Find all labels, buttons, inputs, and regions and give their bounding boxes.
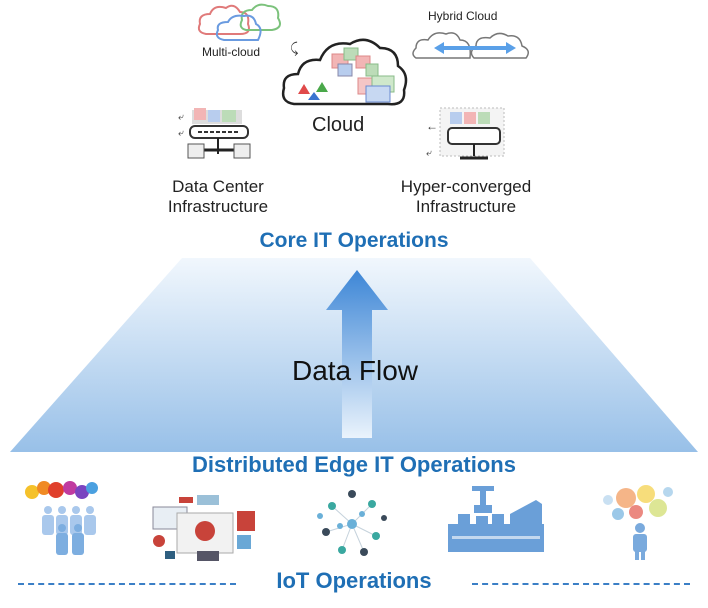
hybrid-cloud-icon	[412, 32, 529, 59]
people-group-icon	[25, 481, 98, 555]
data-center-label-line1: Data Center	[172, 177, 264, 196]
data-center-icon: ⤶ ⤶	[178, 108, 251, 159]
person-with-ideas-icon	[603, 485, 673, 560]
data-center-label-line2: Infrastructure	[167, 196, 269, 216]
svg-text:⤶: ⤶	[178, 112, 184, 123]
cloud-label: Cloud	[312, 114, 365, 136]
hyperconverged-label-line2: Infrastructure	[415, 196, 517, 216]
multicloud-icon	[197, 3, 281, 41]
core-it-operations-title: Core IT Operations	[259, 229, 449, 252]
data-flow-arrow-icon	[326, 270, 388, 438]
svg-text:←: ←	[426, 119, 438, 133]
data-center-label: Data Center Infrastructure	[148, 177, 288, 216]
connector-arrow-icon: ⤹	[290, 40, 299, 56]
factory-robot-arm-icon	[448, 486, 544, 552]
cloud-icon	[281, 38, 408, 106]
iot-operations-title: IoT Operations	[276, 568, 432, 593]
svg-text:⤶: ⤶	[426, 148, 432, 159]
hyperconverged-label-line1: Hyper-converged	[400, 177, 532, 196]
distributed-edge-it-operations-title: Distributed Edge IT Operations	[192, 452, 516, 477]
svg-text:⤶: ⤶	[178, 128, 184, 139]
data-flow-label: Data Flow	[291, 355, 419, 386]
iot-divider-left	[18, 583, 236, 585]
multicloud-label: Multi-cloud	[202, 45, 261, 59]
hyperconverged-icon: ← ⤶	[426, 107, 505, 160]
iot-divider-right	[472, 583, 690, 585]
network-nodes-icon	[317, 490, 387, 556]
hybrid-cloud-label: Hybrid Cloud	[428, 9, 498, 23]
hyperconverged-label: Hyper-converged Infrastructure	[366, 177, 566, 216]
devices-collage-icon	[152, 495, 255, 561]
